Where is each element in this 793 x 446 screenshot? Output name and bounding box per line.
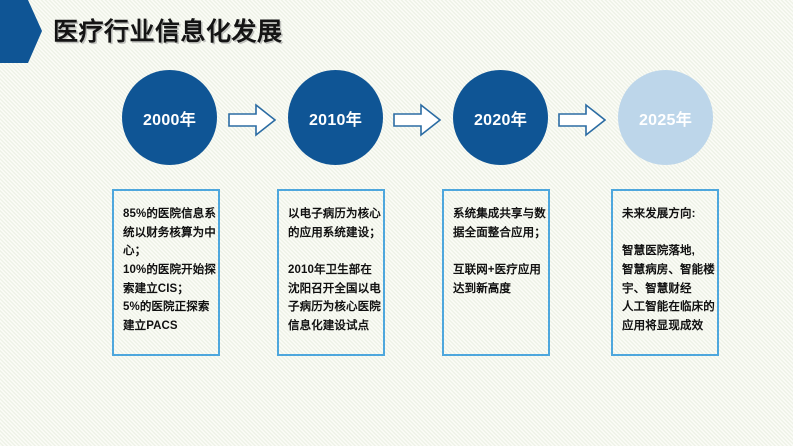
timeline-node-label: 2020年 xyxy=(473,111,528,129)
description-box-2010: 以电子病历为核心的应用系统建设； 2010年卫生部在沈阳召开全国以电子病历为核心医… xyxy=(277,189,385,356)
title-chevron-decoration xyxy=(0,0,42,63)
right-arrow-icon xyxy=(393,103,441,137)
timeline-node-label: 2000年 xyxy=(142,111,197,129)
description-line xyxy=(453,242,541,261)
description-line: 宇、智慧财经 xyxy=(622,282,692,295)
description-line: 统以财务核算为中 xyxy=(123,226,216,239)
description-line: 达到新高度 xyxy=(453,282,511,295)
right-arrow-icon xyxy=(228,103,276,137)
description-line: 未来发展方向: xyxy=(622,208,696,220)
description-line: 人工智能在临床的 xyxy=(622,301,715,314)
timeline-node-2000[interactable]: 2000年 xyxy=(122,70,217,165)
description-line xyxy=(288,242,376,261)
description-line: 索建立CIS； xyxy=(123,282,189,295)
description-line: 沈阳召开全国以电 xyxy=(288,282,381,295)
description-line: 应用将显现成效 xyxy=(622,319,704,332)
description-line: 系统集成共享与数 xyxy=(453,208,546,220)
description-line: 互联网+医疗应用 xyxy=(453,263,542,276)
timeline-node-label: 2025年 xyxy=(638,111,693,129)
description-line: 智慧病房、智能楼 xyxy=(622,263,715,276)
description-line: 5%的医院正探索 xyxy=(123,301,210,314)
right-arrow-icon xyxy=(558,103,606,137)
description-line: 2010年卫生部在 xyxy=(288,263,372,276)
description-line: 85%的医院信息系 xyxy=(123,208,216,220)
description-box-2000: 85%的医院信息系统以财务核算为中心； 10%的医院开始探索建立CIS； 5%的医院… xyxy=(112,189,220,356)
description-line: 10%的医院开始探 xyxy=(123,263,216,276)
description-box-2025: 未来发展方向: 智慧医院落地, 智慧病房、智能楼宇、智慧财经人工智能在临床的应用将显… xyxy=(611,189,719,356)
description-box-2020: 系统集成共享与数据全面整合应用； 互联网+医疗应用达到新高度 xyxy=(442,189,550,356)
description-line: 子病历为核心医院 xyxy=(288,301,381,314)
description-line: 心； xyxy=(123,245,147,258)
description-line: 的应用系统建设； xyxy=(288,226,381,239)
description-line: 据全面整合应用； xyxy=(453,226,546,239)
description-line: 建立PACS xyxy=(123,319,178,332)
timeline-node-label: 2010年 xyxy=(308,111,363,129)
description-line xyxy=(622,224,710,243)
description-line: 智慧医院落地, xyxy=(622,245,695,258)
timeline-node-2020[interactable]: 2020年 xyxy=(453,70,548,165)
page-title: 医疗行业信息化发展 xyxy=(53,18,283,46)
description-line: 信息化建设试点 xyxy=(288,319,370,332)
timeline-node-2025[interactable]: 2025年 xyxy=(618,70,713,165)
description-line: 以电子病历为核心 xyxy=(288,208,381,220)
timeline-node-2010[interactable]: 2010年 xyxy=(288,70,383,165)
